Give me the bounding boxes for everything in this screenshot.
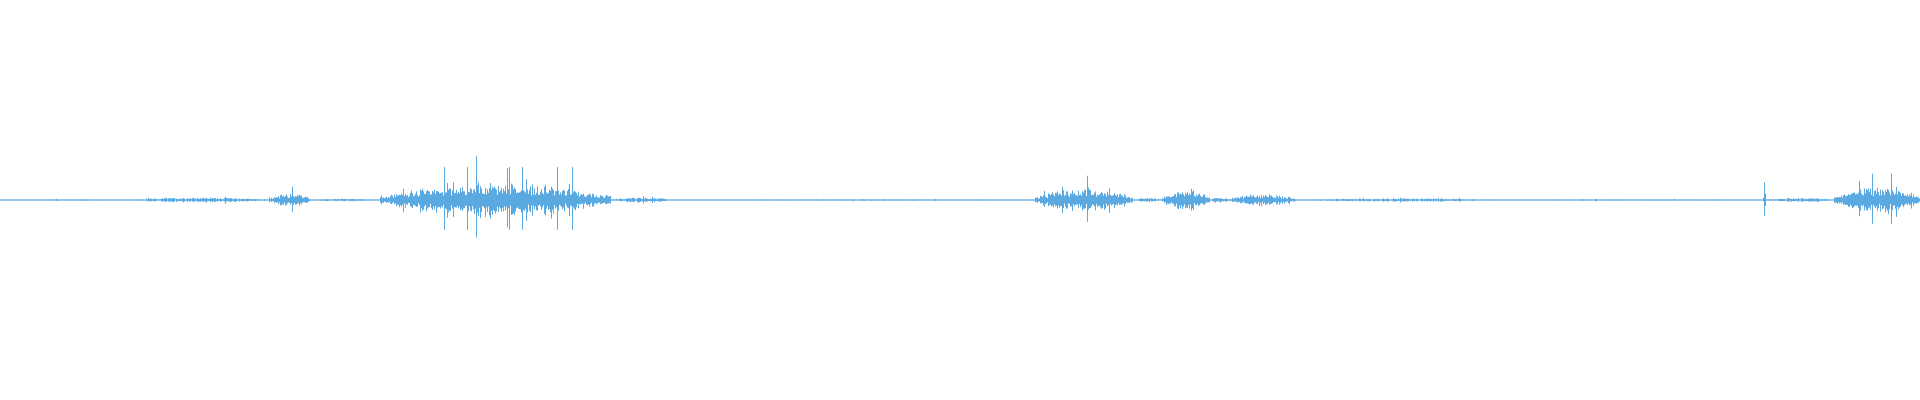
waveform-trace <box>0 167 1920 230</box>
waveform-samples <box>0 156 1920 238</box>
